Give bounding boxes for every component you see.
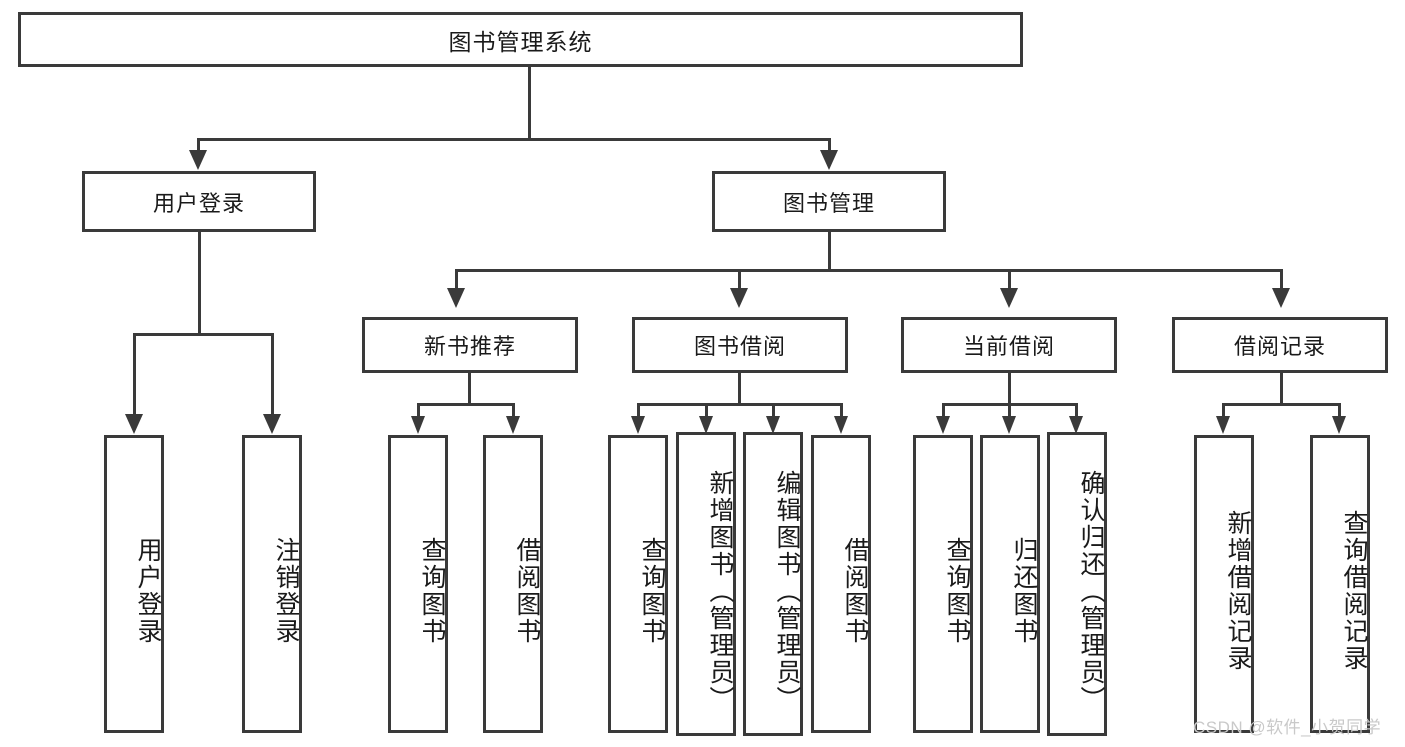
edge-borrow-record-bus [1222,403,1341,406]
arrow-to-leaf-query-borrow-record [1332,416,1346,434]
edge-to-leaf-confirm-return [1075,403,1078,419]
leaf-add-book-admin[interactable]: 新增图书（管理员） [676,432,736,736]
edge-book-borrow-bus [637,403,842,406]
arrow-to-user-login [189,150,207,170]
edge-to-borrow-record [1280,269,1283,291]
arrow-to-book-manage [820,150,838,170]
arrow-to-leaf-add-borrow-record [1216,416,1230,434]
edge-to-book-borrow [738,269,741,291]
edge-new-book-rec-stem [468,373,471,406]
edge-user-login-stem [198,232,201,336]
leaf-query-book-current[interactable]: 查询图书 [913,435,973,733]
node-book-borrow[interactable]: 图书借阅 [632,317,848,373]
arrow-to-leaf-edit-book [766,416,780,434]
arrow-to-leaf-logout [263,414,281,434]
edge-book-borrow-stem [738,373,741,406]
leaf-logout[interactable]: 注销登录 [242,435,302,733]
edge-to-user-login [197,138,200,154]
edge-to-leaf-user-login [133,333,136,417]
arrow-to-leaf-borrow-book-1 [506,416,520,434]
node-new-book-recommend[interactable]: 新书推荐 [362,317,578,373]
leaf-borrow-book-recommend[interactable]: 借阅图书 [483,435,543,733]
node-book-manage[interactable]: 图书管理 [712,171,946,232]
arrow-to-leaf-user-login [125,414,143,434]
leaf-borrow-book-borrow[interactable]: 借阅图书 [811,435,871,733]
edge-current-borrow-stem [1008,373,1011,406]
edge-level1-bus [197,138,831,141]
leaf-user-login[interactable]: 用户登录 [104,435,164,733]
leaf-edit-book-admin[interactable]: 编辑图书（管理员） [743,432,803,736]
arrow-to-borrow-record [1272,288,1290,308]
leaf-query-book-borrow[interactable]: 查询图书 [608,435,668,733]
arrow-to-leaf-borrow-book-2 [834,416,848,434]
arrow-to-leaf-query-book-2 [631,416,645,434]
leaf-return-book[interactable]: 归还图书 [980,435,1040,733]
arrow-to-leaf-return-book [1002,416,1016,434]
edge-to-leaf-query-book-3 [942,403,945,419]
arrow-to-new-book-rec [447,288,465,308]
edge-to-new-book-rec [455,269,458,291]
leaf-query-borrow-record[interactable]: 查询借阅记录 [1310,435,1370,733]
arrow-to-leaf-confirm-return [1069,416,1083,434]
edge-to-leaf-edit-book [772,403,775,419]
leaf-confirm-return-admin[interactable]: 确认归还（管理员） [1047,432,1107,736]
arrow-to-leaf-add-book [699,416,713,434]
node-current-borrow[interactable]: 当前借阅 [901,317,1117,373]
edge-new-book-rec-bus [417,403,514,406]
edge-borrow-record-stem [1280,373,1283,406]
edge-to-leaf-query-book-1 [417,403,420,419]
edge-to-leaf-borrow-book-1 [512,403,515,419]
edge-to-leaf-borrow-book-2 [840,403,843,419]
edge-to-leaf-add-book [705,403,708,419]
edge-to-book-manage [828,138,831,154]
edge-to-current-borrow [1008,269,1011,291]
node-user-login[interactable]: 用户登录 [82,171,316,232]
edge-book-manage-stem [828,232,831,272]
edge-to-leaf-add-borrow-record [1222,403,1225,419]
edge-user-login-bus [133,333,274,336]
arrow-to-current-borrow [1000,288,1018,308]
arrow-to-book-borrow [730,288,748,308]
edge-to-leaf-return-book [1008,403,1011,419]
edge-to-leaf-query-book-2 [637,403,640,419]
leaf-query-book-recommend[interactable]: 查询图书 [388,435,448,733]
arrow-to-leaf-query-book-1 [411,416,425,434]
edge-root-stem [528,67,531,140]
leaf-add-borrow-record[interactable]: 新增借阅记录 [1194,435,1254,733]
node-root-system[interactable]: 图书管理系统 [18,12,1023,67]
edge-to-leaf-query-borrow-record [1338,403,1341,419]
edge-level2-bus [455,269,1283,272]
edge-to-leaf-logout [271,333,274,417]
arrow-to-leaf-query-book-3 [936,416,950,434]
node-borrow-record[interactable]: 借阅记录 [1172,317,1388,373]
